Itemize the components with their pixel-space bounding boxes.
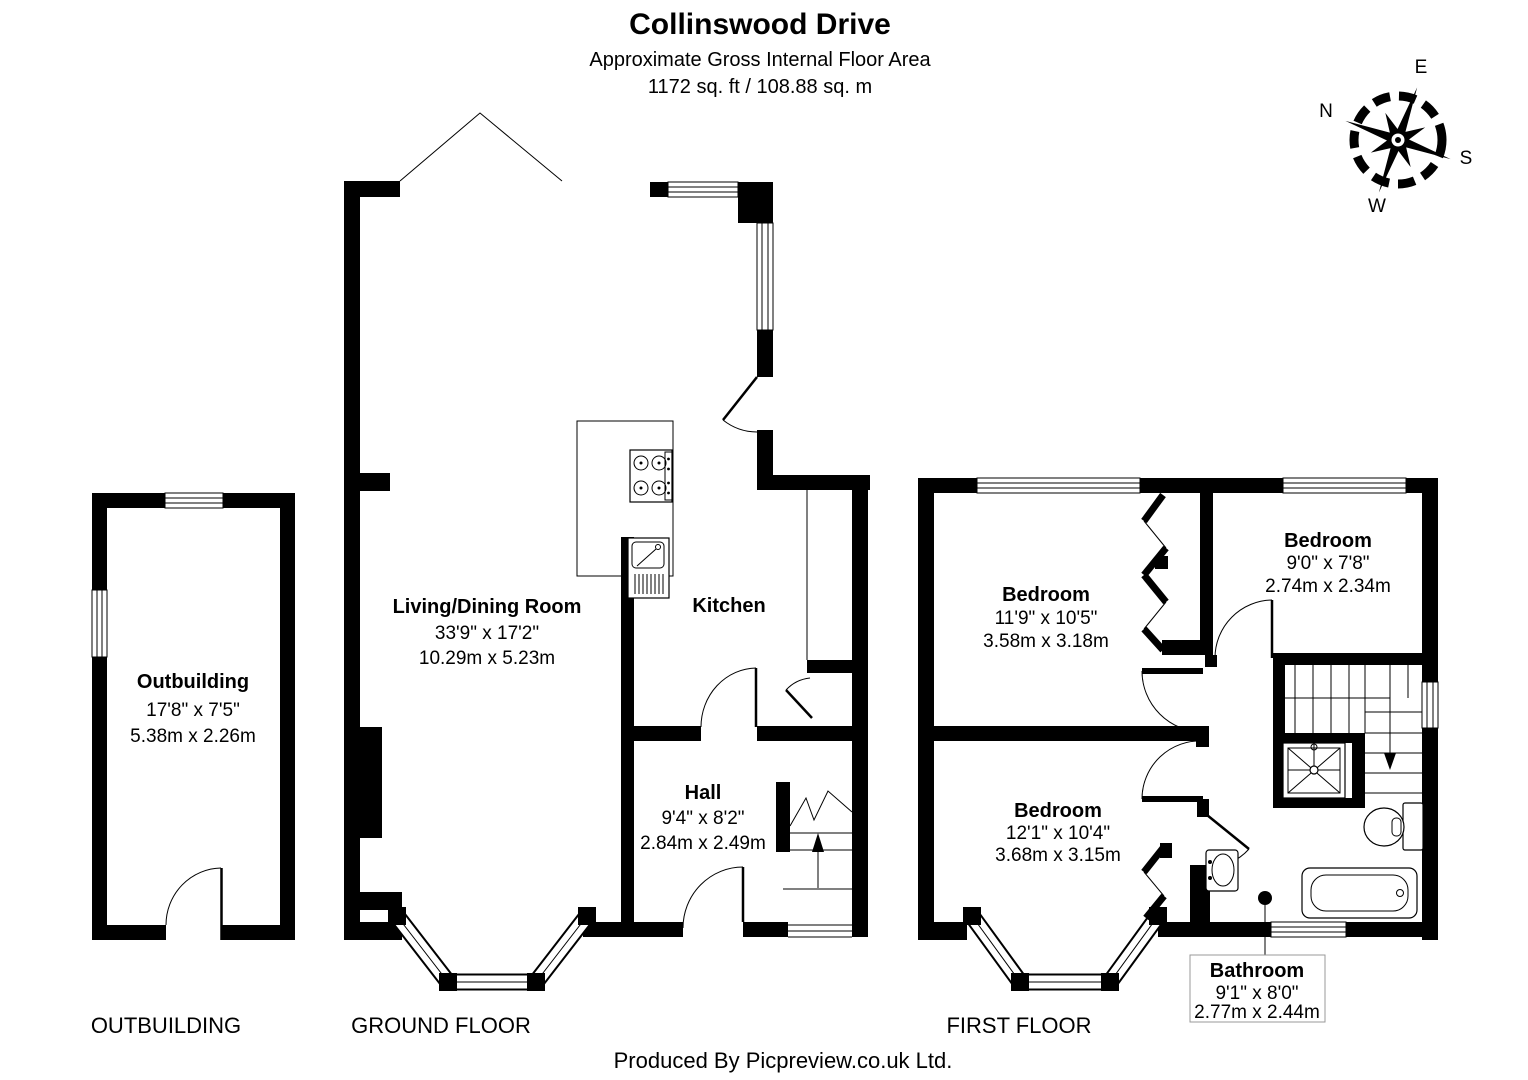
- bathroom-label-box: [1189, 954, 1326, 1023]
- outbuilding-window-left: [91, 589, 108, 658]
- outbuilding-door: [165, 867, 223, 940]
- bathtub-icon: [1301, 867, 1418, 919]
- first-floor-plan: Bathroom 9'1" x 8'0" 2.77m x 2.44m Bedro…: [918, 477, 1439, 1023]
- compass-north-label: N: [1319, 101, 1333, 122]
- living-room-imperial-label: 33'9" x 17'2": [435, 623, 539, 644]
- bathroom-leader-dot: [1258, 891, 1272, 905]
- hall-imperial-label: 9'4" x 8'2": [661, 808, 744, 829]
- bathroom-metric-label: 2.77m x 2.44m: [1194, 1002, 1320, 1023]
- stove-icon: [629, 449, 673, 503]
- outbuilding-name-label: Outbuilding: [137, 671, 249, 693]
- ground-floor-plan: Living/Dining Room 33'9" x 17'2" 10.29m …: [344, 112, 870, 991]
- outbuilding-plan: Outbuilding 17'8" x 7'5" 5.38m x 2.26m: [91, 492, 295, 940]
- outbuilding-floor-label: OUTBUILDING: [91, 1013, 241, 1038]
- ground-stairs: [783, 790, 853, 938]
- header: Collinswood Drive Approximate Gross Inte…: [589, 8, 931, 98]
- footer-credit: Produced By Picpreview.co.uk Ltd.: [614, 1048, 953, 1073]
- lobby-door: [785, 677, 813, 719]
- chimney-breast: [360, 727, 382, 838]
- bathroom-window: [1270, 921, 1347, 938]
- bathroom-name-label: Bathroom: [1210, 960, 1304, 982]
- bathroom-imperial-label: 9'1" x 8'0": [1215, 983, 1298, 1004]
- compass-east-label: E: [1415, 57, 1428, 78]
- hall-metric-label: 2.84m x 2.49m: [640, 833, 766, 854]
- bedroom3-wardrobe: [1141, 843, 1172, 921]
- bedroom2-imperial-label: 9'0" x 7'8": [1286, 553, 1369, 574]
- bedroom3-name-label: Bedroom: [1014, 800, 1102, 822]
- kitchen-window-right: [756, 222, 774, 331]
- kitchen-rear-door: [722, 376, 758, 433]
- shower-icon: [1282, 742, 1346, 799]
- hall-name-label: Hall: [685, 782, 722, 804]
- toilet-icon: [1363, 802, 1424, 851]
- bedroom3-imperial-label: 12'1" x 10'4": [1006, 823, 1110, 844]
- bedroom3-metric-label: 3.68m x 3.15m: [995, 845, 1121, 866]
- bedroom3-bay-window: [963, 907, 1167, 991]
- bedroom1-imperial-label: 11'9" x 10'5": [995, 608, 1098, 629]
- first-floor-label: FIRST FLOOR: [946, 1013, 1091, 1038]
- bedroom2-window: [1282, 477, 1407, 494]
- bedroom1-door: [1141, 668, 1204, 733]
- living-room-bay-window: [388, 907, 596, 991]
- bedroom1-metric-label: 3.58m x 3.18m: [983, 631, 1109, 652]
- front-door: [682, 866, 745, 929]
- compass-rose-icon: N E S W: [1319, 57, 1472, 217]
- outbuilding-window-top: [164, 492, 224, 509]
- compass-west-label: W: [1368, 196, 1386, 217]
- page-area: 1172 sq. ft / 108.88 sq. m: [648, 76, 872, 98]
- roof-outline: [399, 112, 563, 182]
- living-room-metric-label: 10.29m x 5.23m: [419, 648, 555, 669]
- bedroom2-metric-label: 2.74m x 2.34m: [1265, 576, 1391, 597]
- kitchen-window-top: [667, 181, 739, 198]
- page-title: Collinswood Drive: [629, 8, 891, 41]
- outbuilding-metric-label: 5.38m x 2.26m: [130, 726, 256, 747]
- living-room-name-label: Living/Dining Room: [393, 596, 582, 618]
- bedroom1-wardrobe: [1141, 492, 1169, 653]
- landing-window-right: [1421, 681, 1439, 729]
- ground-floor-label: GROUND FLOOR: [351, 1013, 531, 1038]
- kitchen-hall-door: [700, 667, 758, 728]
- outbuilding-imperial-label: 17'8" x 7'5": [146, 700, 240, 721]
- bedroom2-door: [1214, 599, 1274, 659]
- sink-icon: [627, 537, 670, 599]
- bedroom1-name-label: Bedroom: [1002, 584, 1090, 606]
- bedroom2-name-label: Bedroom: [1284, 530, 1372, 552]
- basin-icon: [1205, 849, 1239, 892]
- kitchen-counter: [576, 420, 674, 577]
- bedroom3-door: [1141, 740, 1204, 802]
- page-subtitle: Approximate Gross Internal Floor Area: [589, 49, 931, 71]
- first-floor-stairs: [1285, 665, 1422, 794]
- kitchen-name-label: Kitchen: [692, 595, 765, 617]
- compass-south-label: S: [1460, 148, 1473, 169]
- bedroom1-window: [976, 477, 1141, 494]
